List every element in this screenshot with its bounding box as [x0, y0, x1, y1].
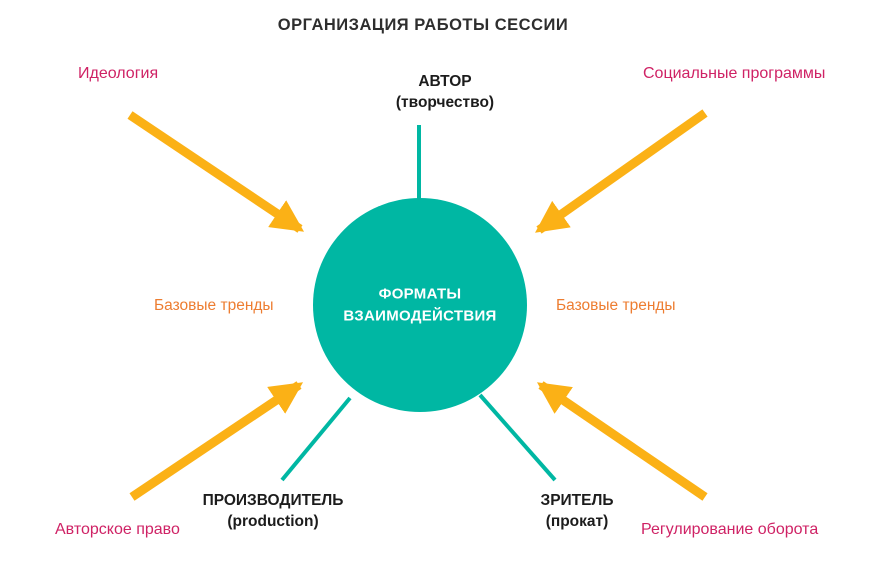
- node-producer-title: ПРОИЗВОДИТЕЛЬ: [202, 492, 344, 509]
- page-title: ОРГАНИЗАЦИЯ РАБОТЫ СЕССИИ: [277, 16, 569, 34]
- label-base-trends-left: Базовые тренды: [154, 297, 274, 314]
- arrow-ideology: [127, 111, 305, 233]
- center-label-line1: ФОРМАТЫ: [378, 285, 462, 303]
- label-social-programs: Социальные программы: [643, 65, 826, 82]
- arrow-social-programs: [535, 109, 708, 234]
- center-circle-label: ФОРМАТЫ ВЗАИМОДЕЙСТВИЯ: [343, 283, 496, 327]
- node-producer: ПРОИЗВОДИТЕЛЬ (production): [203, 491, 344, 533]
- label-base-trends-right: Базовые тренды: [556, 297, 676, 314]
- label-ideology: Идеология: [78, 65, 159, 82]
- label-copyright: Авторское право: [55, 521, 180, 538]
- center-circle: [313, 198, 527, 412]
- label-turnover-regulation: Регулирование оборота: [641, 521, 819, 538]
- center-label-line2: ВЗАИМОДЕЙСТВИЯ: [343, 307, 497, 324]
- node-author-subtitle: (творчество): [395, 93, 495, 111]
- node-viewer-subtitle: (прокат): [545, 512, 609, 530]
- node-author-title: АВТОР: [418, 73, 472, 90]
- arrow-copyright: [129, 381, 304, 501]
- node-author: АВТОР (творчество): [396, 72, 494, 114]
- node-producer-subtitle: (production): [227, 512, 319, 530]
- arrow-turnover-regulation: [536, 381, 708, 501]
- node-viewer-title: ЗРИТЕЛЬ: [540, 492, 614, 509]
- connector-viewer-line: [478, 393, 557, 482]
- connector-producer-line: [280, 396, 352, 482]
- node-viewer: ЗРИТЕЛЬ (прокат): [540, 491, 613, 533]
